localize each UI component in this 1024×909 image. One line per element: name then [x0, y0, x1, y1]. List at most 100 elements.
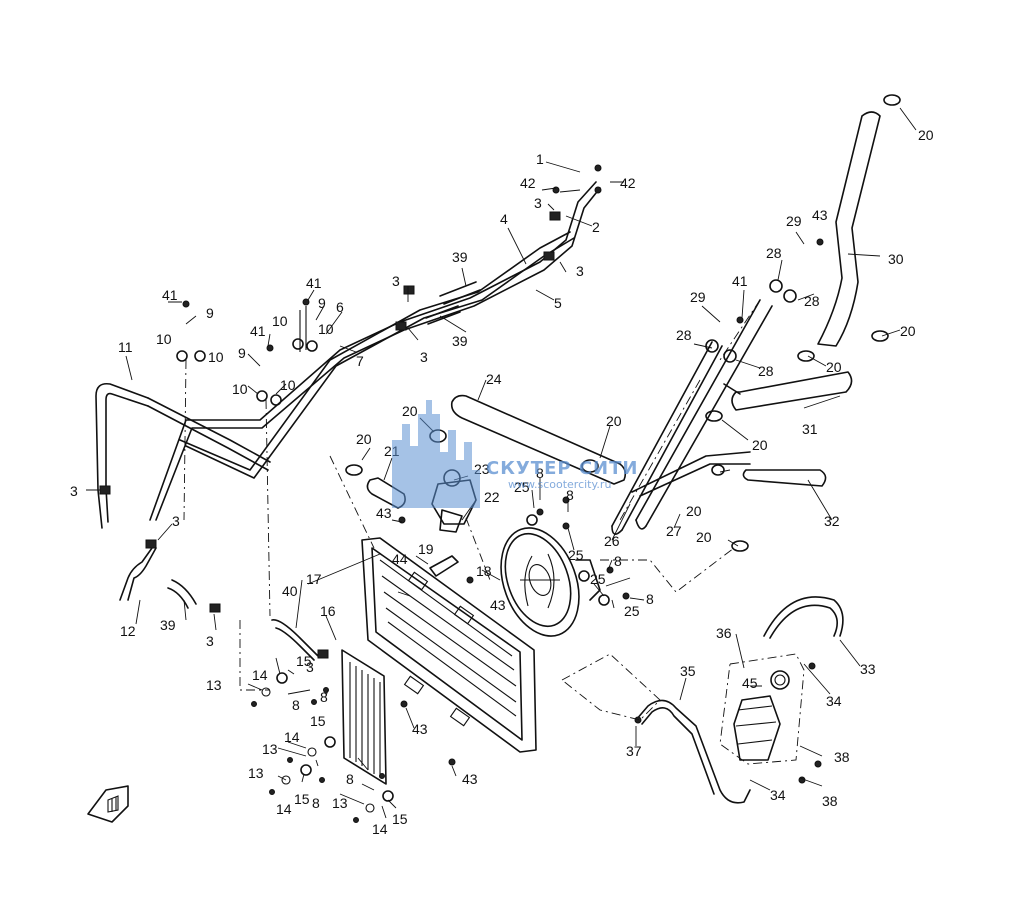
callout-36: 36 [716, 625, 732, 641]
callout-15: 15 [294, 791, 310, 807]
callout-25: 25 [590, 571, 606, 587]
hose-32 [742, 469, 827, 487]
callout-10: 10 [280, 377, 296, 393]
callout-20: 20 [356, 431, 372, 447]
callout-14: 14 [372, 821, 388, 837]
hose-24 [450, 394, 627, 485]
reservoir-bracket-36 [719, 653, 805, 765]
callout-3: 3 [420, 349, 428, 365]
hose-33 [763, 596, 844, 639]
callout-28: 28 [766, 245, 782, 261]
callout-9: 9 [238, 345, 246, 361]
hose-39-left [167, 579, 197, 609]
city-skyline-logo [392, 400, 480, 508]
callout-43: 43 [412, 721, 428, 737]
callout-8: 8 [566, 487, 574, 503]
callout-15: 15 [296, 653, 312, 669]
callout-20: 20 [402, 403, 418, 419]
callout-15: 15 [392, 811, 408, 827]
callout-43: 43 [376, 505, 392, 521]
callout-8: 8 [646, 591, 654, 607]
hose-35 [635, 699, 751, 804]
callout-25: 25 [514, 479, 530, 495]
callout-43: 43 [490, 597, 506, 613]
callout-8: 8 [320, 689, 328, 705]
callout-28: 28 [804, 293, 820, 309]
callout-38: 38 [834, 749, 850, 765]
callout-20: 20 [826, 359, 842, 375]
callout-20: 20 [606, 413, 622, 429]
callout-29: 29 [690, 289, 706, 305]
callout-44: 44 [392, 551, 408, 567]
callout-5: 5 [554, 295, 562, 311]
temperature-sensor-19 [429, 555, 459, 577]
callout-3: 3 [172, 513, 180, 529]
callout-17: 17 [306, 571, 322, 587]
callout-41: 41 [162, 287, 178, 303]
callout-37: 37 [626, 743, 642, 759]
coolant-reservoir [733, 670, 790, 761]
callout-9: 9 [318, 295, 326, 311]
callout-24: 24 [486, 371, 502, 387]
hose-31 [723, 371, 853, 411]
hose-clamps-20 [345, 94, 901, 552]
connection-lines [183, 299, 761, 721]
callout-8: 8 [312, 795, 320, 811]
callout-4: 4 [500, 211, 508, 227]
watermark-url: www.scootercity.ru [508, 478, 611, 491]
callout-41: 41 [732, 273, 748, 289]
callout-8: 8 [536, 465, 544, 481]
callout-11: 11 [118, 339, 133, 355]
oil-cooler-16 [341, 649, 387, 785]
callout-18: 18 [476, 563, 492, 579]
callout-3: 3 [70, 483, 78, 499]
callout-29: 29 [786, 213, 802, 229]
callout-3: 3 [206, 633, 214, 649]
cooling-fan-18 [500, 527, 601, 637]
callout-13: 13 [206, 677, 222, 693]
callout-13: 13 [248, 765, 264, 781]
front-direction-arrow-icon [87, 785, 129, 823]
callout-20: 20 [696, 529, 712, 545]
callout-19: 19 [418, 541, 434, 557]
callout-20: 20 [752, 437, 768, 453]
callout-45: 45 [742, 675, 758, 691]
callout-43: 43 [812, 207, 828, 223]
callout-41: 41 [306, 275, 322, 291]
callout-2: 2 [592, 219, 600, 235]
hose-40 [271, 619, 319, 661]
callout-16: 16 [320, 603, 336, 619]
watermark-title: СКУТЕР СИТИ [486, 458, 638, 479]
callout-20: 20 [900, 323, 916, 339]
callout-43: 43 [462, 771, 478, 787]
callout-20: 20 [918, 127, 934, 143]
leader-lines [86, 107, 917, 819]
callout-6: 6 [336, 299, 344, 315]
callout-10: 10 [208, 349, 224, 365]
callout-10: 10 [232, 381, 248, 397]
callout-38: 38 [822, 793, 838, 809]
callout-30: 30 [888, 251, 904, 267]
callout-labels: 1 42 42 3 2 4 3 5 39 3 39 3 6 7 41 9 10 … [70, 127, 934, 837]
callout-39: 39 [452, 333, 468, 349]
callout-28: 28 [676, 327, 692, 343]
callout-40: 40 [282, 583, 298, 599]
callout-33: 33 [860, 661, 876, 677]
callout-15: 15 [310, 713, 326, 729]
callout-10: 10 [156, 331, 172, 347]
callout-34: 34 [770, 787, 786, 803]
callout-9: 9 [206, 305, 214, 321]
callout-13: 13 [262, 741, 278, 757]
callout-7: 7 [356, 353, 364, 369]
callout-8: 8 [614, 553, 622, 569]
callout-22: 22 [484, 489, 500, 505]
callout-31: 31 [802, 421, 818, 437]
callout-25: 25 [624, 603, 640, 619]
callout-3: 3 [534, 195, 542, 211]
callout-13: 13 [332, 795, 348, 811]
callout-14: 14 [284, 729, 300, 745]
callout-8: 8 [292, 697, 300, 713]
callout-39: 39 [452, 249, 468, 265]
hoses-26-27 [611, 299, 773, 535]
